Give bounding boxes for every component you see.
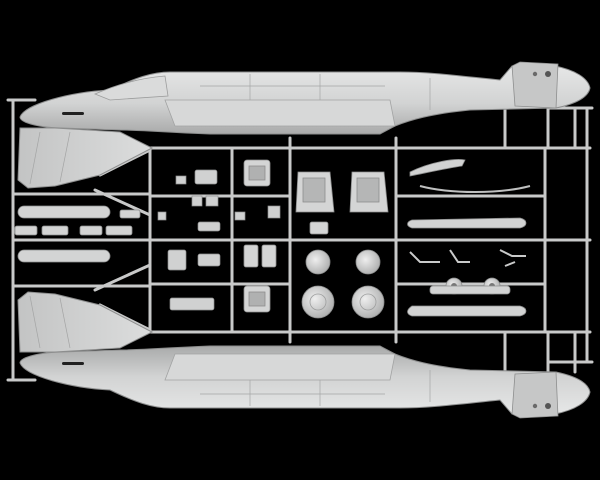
cockpit-tubs — [243, 159, 389, 313]
left-small-parts — [14, 205, 141, 263]
small-detail-parts — [157, 169, 281, 311]
top-fuselage-half — [19, 61, 591, 135]
bottom-fuselage-half — [19, 345, 591, 419]
landing-gear-parts — [409, 249, 526, 267]
bottom-wing-part — [17, 291, 154, 353]
right-long-parts — [407, 159, 531, 317]
top-wing-part — [17, 127, 154, 189]
